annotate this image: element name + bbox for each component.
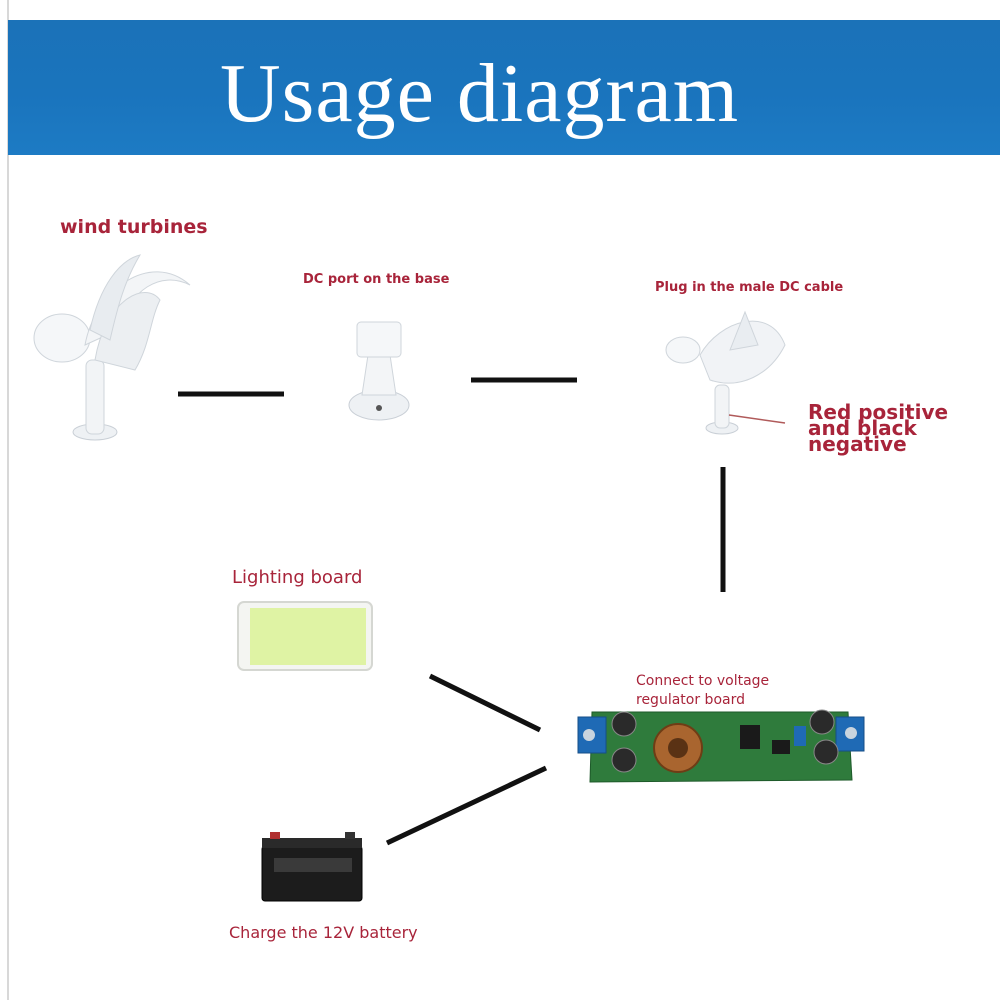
connector-battery-to-regulator [385,765,548,846]
polarity-line-2: and black [808,416,917,440]
assembled-turbine-illustration [665,310,786,435]
lighting-board-label: Lighting board [232,567,363,588]
12v-battery-illustration [261,832,363,902]
polarity-line-3: negative [808,432,907,456]
plug-cable-label: Plug in the male DC cable [655,280,844,295]
page-title: Usage diagram [220,47,740,140]
wind-turbines-label: wind turbines [60,216,208,238]
dc-port-label: DC port on the base [303,272,450,287]
title-banner: Usage diagram [8,20,1000,155]
battery-label: Charge the 12V battery [229,923,418,942]
regulator-label: Connect to voltage regulator board [636,672,806,710]
wind-turbine-illustration [33,254,191,441]
polarity-line-1: Red positive [808,400,949,424]
connector-lighting-to-regulator [428,673,542,733]
led-lighting-board-illustration [237,601,373,671]
regulator-line-2: regulator board [636,692,745,708]
voltage-regulator-board-illustration [577,709,865,783]
polarity-label: Red positive and black negative [808,400,949,456]
dc-port-base-illustration [348,321,410,421]
page-frame [7,0,1000,1000]
regulator-line-1: Connect to voltage [636,673,770,689]
